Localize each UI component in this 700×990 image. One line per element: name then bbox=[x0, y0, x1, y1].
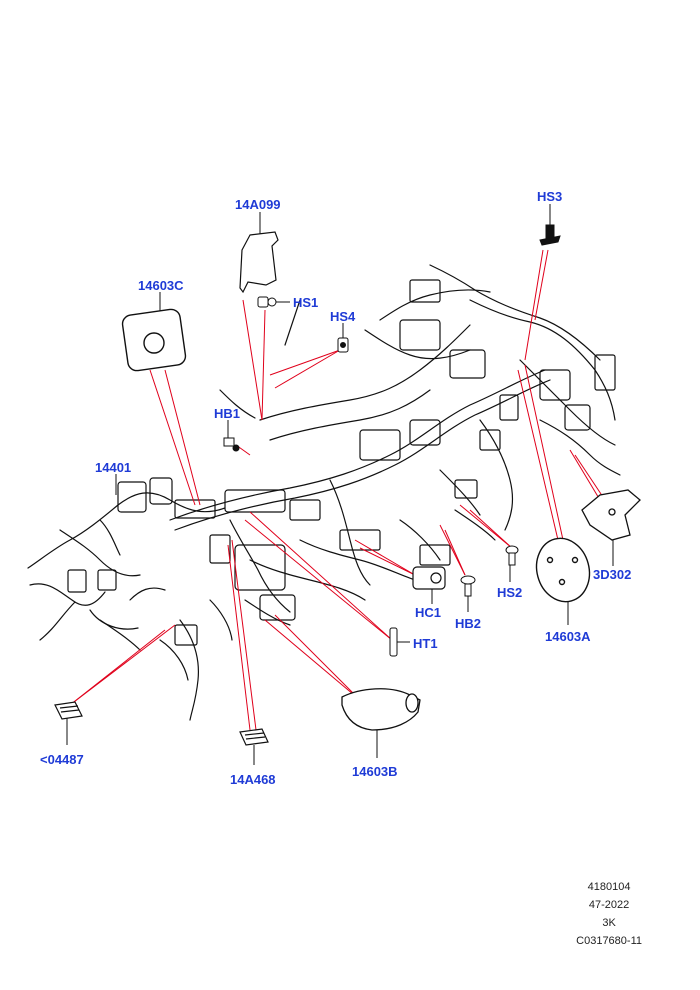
component-hs1-screw bbox=[257, 296, 277, 308]
callout-14603B: 14603B bbox=[352, 764, 398, 779]
callout-14603A: 14603A bbox=[545, 629, 591, 644]
callout-HS3: HS3 bbox=[537, 189, 563, 204]
component-hs4-clip bbox=[337, 337, 349, 353]
reference-line-2: 47-2022 bbox=[588, 899, 630, 911]
callout-HS4: HS4 bbox=[330, 309, 356, 324]
reference-line-1: 4180104 bbox=[587, 881, 631, 893]
component-14603C-pad bbox=[121, 308, 187, 372]
wiring-harness bbox=[27, 264, 621, 721]
component-14A468-strip bbox=[239, 728, 269, 746]
callout-14A468: 14A468 bbox=[230, 772, 276, 787]
component-hc1-clip bbox=[412, 566, 446, 590]
component-hb2-bolt bbox=[460, 575, 476, 597]
callout-3D302: 3D302 bbox=[593, 567, 632, 582]
leader-lines bbox=[69, 249, 606, 731]
component-ht1-tie bbox=[389, 627, 398, 657]
callout-14A099: 14A099 bbox=[235, 197, 281, 212]
component-14603A-disc bbox=[535, 537, 591, 603]
component-04487-strip bbox=[54, 701, 83, 720]
callout-HC1: HC1 bbox=[415, 605, 442, 620]
component-hs2-screw bbox=[505, 545, 519, 566]
callout-14603C: 14603C bbox=[138, 278, 184, 293]
reference-block: 4180104 47-2022 3K C0317680-11 bbox=[576, 878, 642, 950]
component-hb1-bolt bbox=[223, 437, 240, 452]
callout-04487: <04487 bbox=[40, 752, 84, 767]
component-14603B-cover bbox=[341, 688, 421, 731]
callout-HB2: HB2 bbox=[455, 616, 482, 631]
component-3D302-bracket bbox=[581, 489, 641, 541]
reference-line-3: 3K bbox=[602, 917, 616, 929]
callout-HS1: HS1 bbox=[293, 295, 319, 310]
reference-line-4: C0317680-11 bbox=[576, 935, 642, 947]
callout-HB1: HB1 bbox=[214, 406, 241, 421]
callout-14401: 14401 bbox=[95, 460, 132, 475]
callout-HT1: HT1 bbox=[413, 636, 438, 651]
callout-HS2: HS2 bbox=[497, 585, 523, 600]
component-hs3-bolt bbox=[539, 224, 561, 246]
component-14A099 bbox=[239, 231, 279, 294]
